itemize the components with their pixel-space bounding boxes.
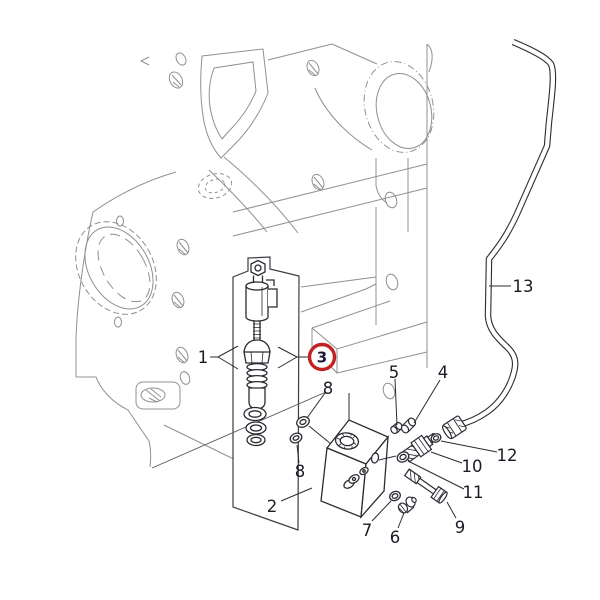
valve-block [320,393,397,519]
leader-4 [413,379,441,424]
housing-bottom-left [76,371,251,468]
callout-label-1: 1 [198,348,209,367]
housing-boss [267,43,435,153]
callout-label-10: 10 [462,457,483,476]
valve-hex-cap [250,259,266,282]
o-ring-8-upper [296,416,310,428]
plug-4 [400,417,417,434]
leader-2 [280,487,313,502]
leader-6 [397,512,405,529]
leader-12 [440,440,498,453]
housing-cover-oval [75,171,177,377]
housing-bolt-holes [171,173,399,400]
leader-8-lower [296,444,300,464]
callout-labels: 1 2 3 4 5 6 7 8 8 9 10 11 12 13 [198,277,534,547]
solenoid-coil [245,279,278,322]
o-ring-11 [396,451,410,463]
callout-label-8-lower: 8 [295,462,306,481]
valve-o-rings [243,406,267,447]
valve-mounting-plate-outline [232,256,300,531]
callout-label-3: 3 [317,349,327,367]
o-ring-8-lower [289,432,303,444]
plug-6 [397,496,417,514]
callout-label-6: 6 [390,528,401,547]
block-side-port [370,452,397,464]
o-ring-7 [389,490,401,502]
callout-label-9: 9 [455,518,466,537]
tube-nut [441,415,467,440]
valve-spool [243,339,271,410]
block-front-ports [343,466,369,489]
leader-8-upper-long [151,391,327,469]
leader-8-upper [306,392,332,445]
highlight-circle-3 [307,342,337,372]
o-ring-12 [430,433,442,443]
housing-bracket [197,48,299,234]
oil-tube-13 [441,39,557,440]
callout-leader-lines [210,285,511,529]
transmission-housing [75,43,435,468]
callout-label-5: 5 [389,363,400,382]
callout-label-12: 12 [497,446,518,465]
callout-label-2: 2 [267,497,278,516]
callout-label-13: 13 [513,277,534,296]
solenoid-valve-assembly [243,259,278,447]
callout-label-8-upper: 8 [323,379,334,398]
leader-3 [277,346,309,369]
leader-1 [210,345,239,370]
callout-label-11: 11 [463,483,484,502]
callout-label-4: 4 [438,363,449,382]
leader-10 [430,451,463,464]
block-threaded-bore [334,432,360,450]
housing-right-edges [375,44,428,368]
leader-11 [407,460,465,490]
bolt-9 [403,468,448,504]
callout-label-7: 7 [362,521,373,540]
leader-7 [371,500,392,522]
leader-5 [394,378,398,426]
leader-9 [446,501,457,519]
